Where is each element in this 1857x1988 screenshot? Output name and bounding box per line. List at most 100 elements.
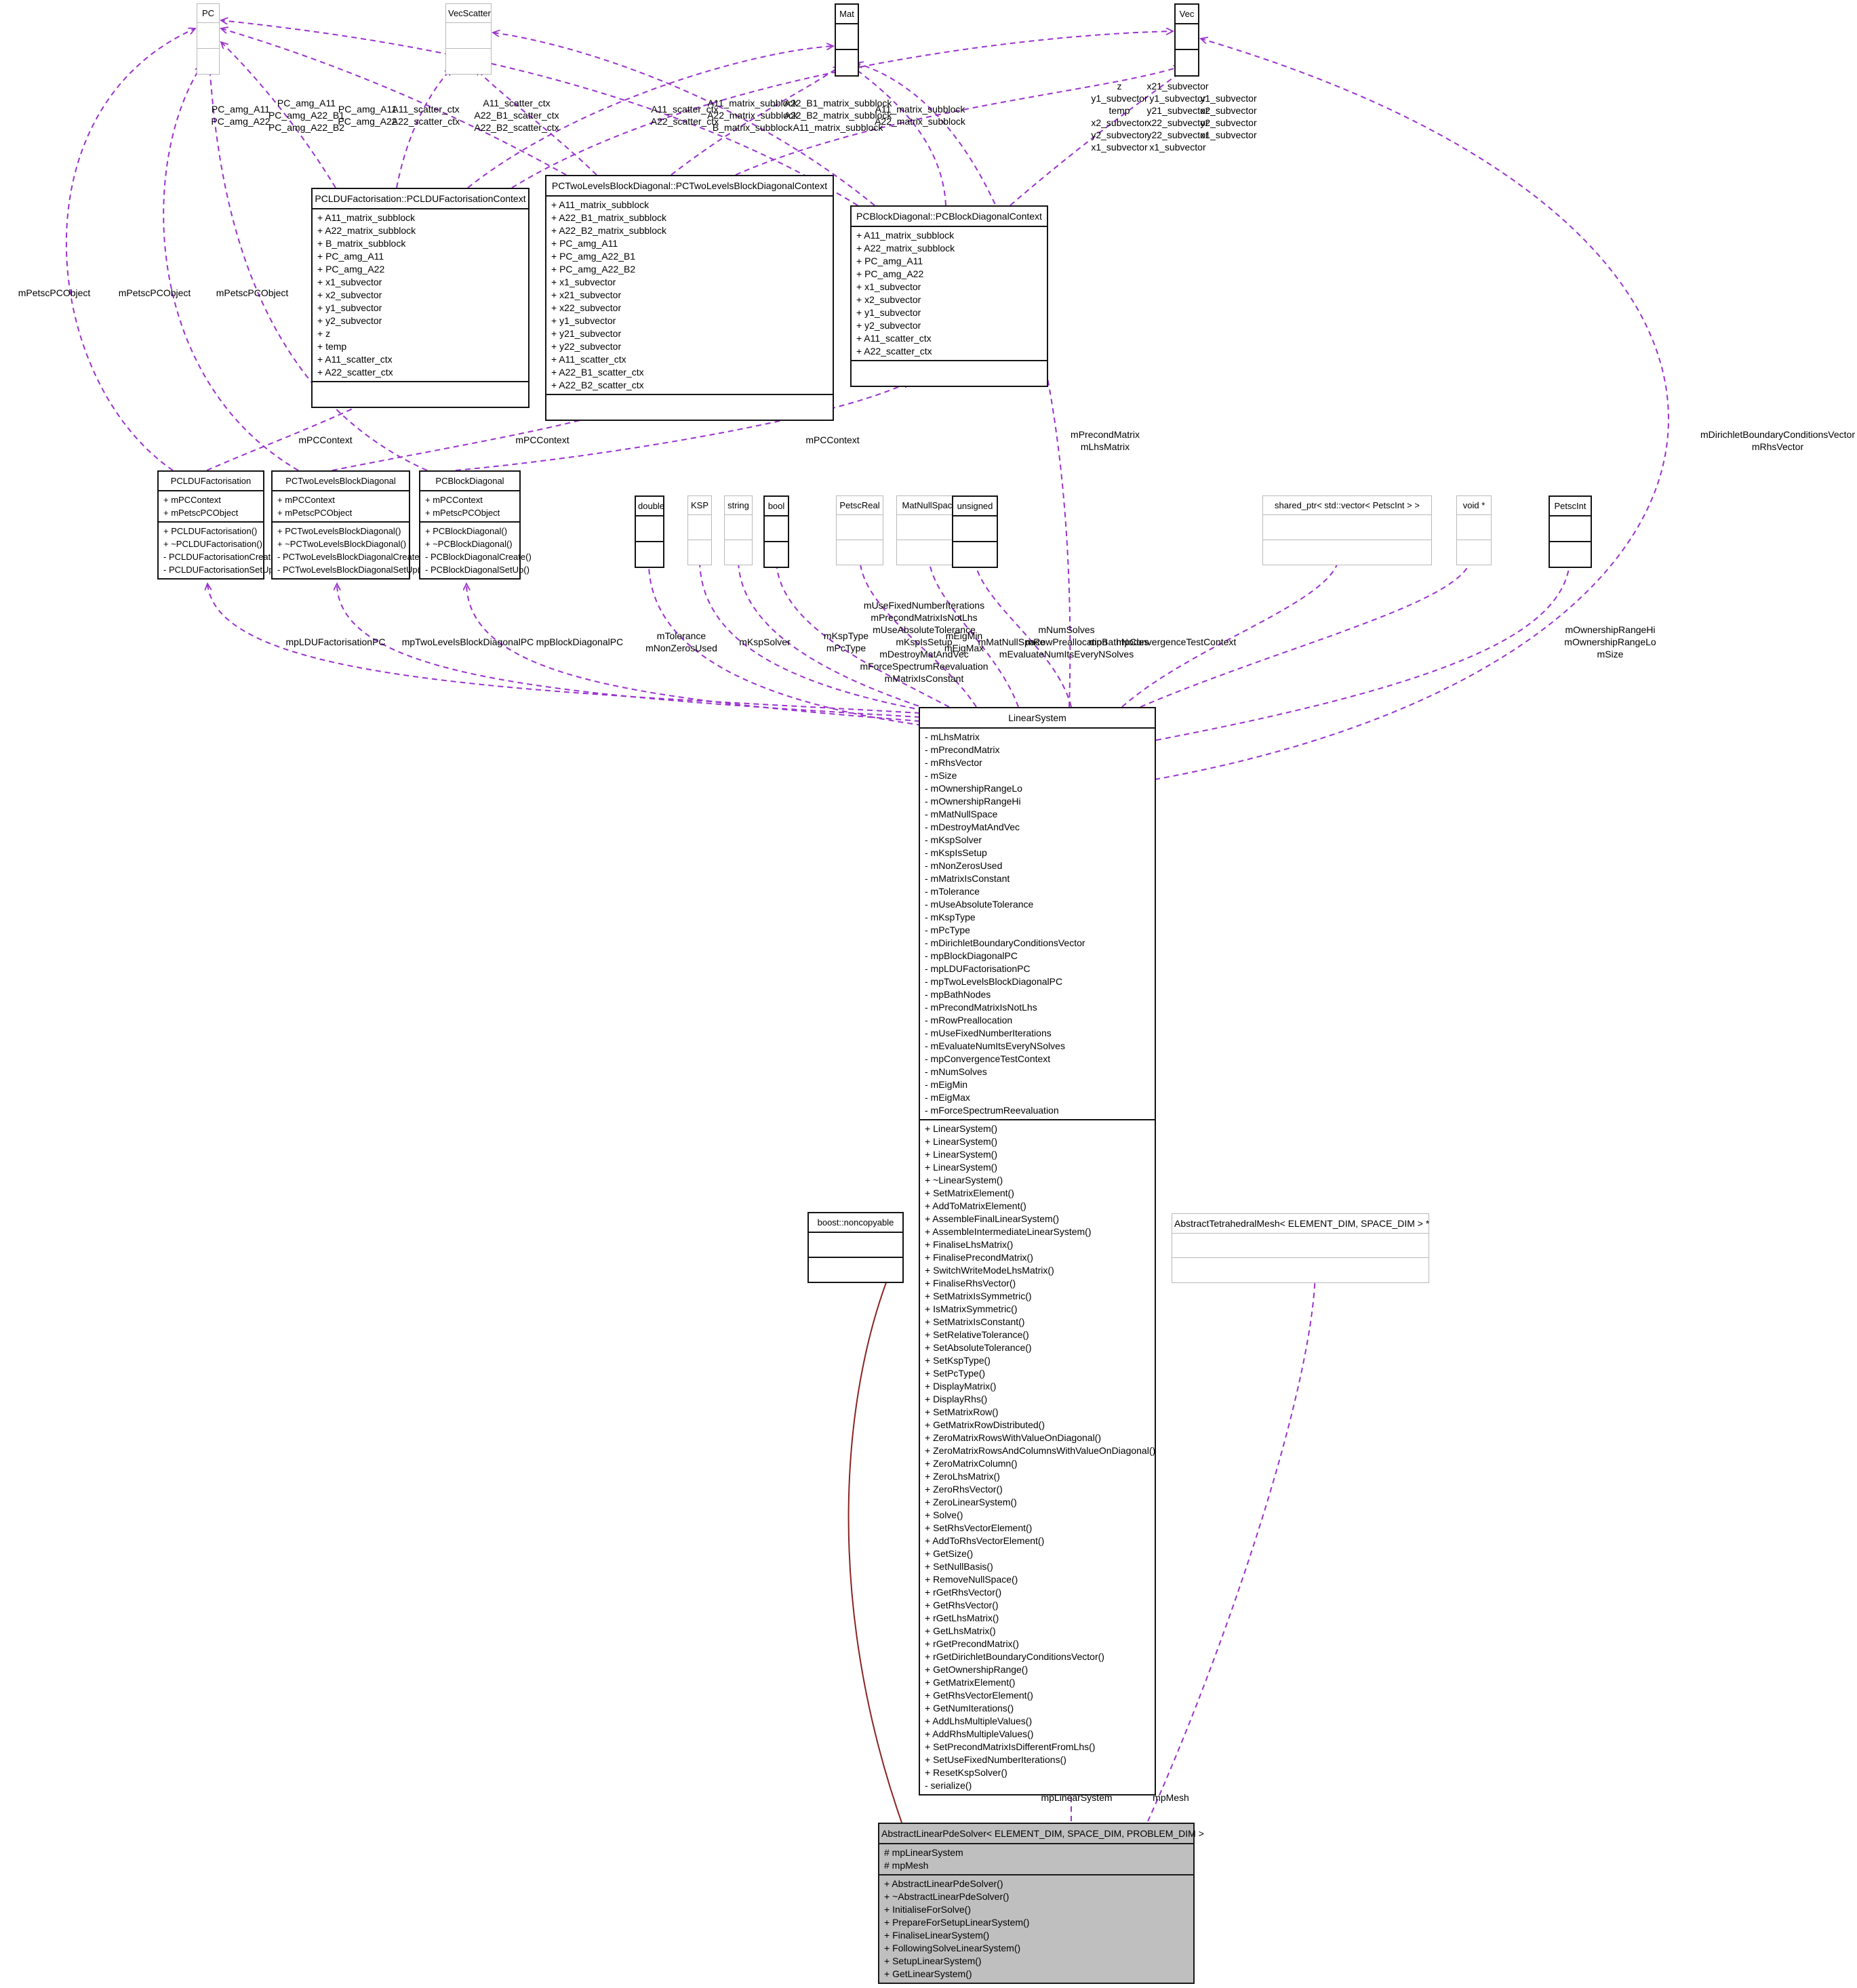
- class-box-petscint[interactable]: PetscInt: [1549, 495, 1592, 568]
- edge-label: mPCContext: [298, 434, 352, 446]
- class-title-matnullspace: MatNullSpace: [902, 500, 957, 510]
- class-box-pc[interactable]: PC: [197, 3, 220, 75]
- attribute-row: - mPrecondMatrixIsNotLhs: [925, 1002, 1037, 1013]
- class-box-double[interactable]: double: [635, 495, 664, 568]
- empty-section-double: [636, 541, 663, 567]
- class-box-vec[interactable]: Vec: [1174, 3, 1199, 77]
- method-row: + SetupLinearSystem(): [884, 1955, 982, 1966]
- attribute-row: - mpBathNodes: [925, 989, 991, 1000]
- class-title-petscint: PetscInt: [1554, 501, 1586, 511]
- class-title-solver: AbstractLinearPdeSolver< ELEMENT_DIM, SP…: [881, 1828, 1204, 1839]
- method-row: + LinearSystem(): [925, 1149, 997, 1160]
- edge-label-line: A22_B2_matrix_subblock: [784, 110, 892, 121]
- attribute-row: - mDirichletBoundaryConditionsVector: [925, 937, 1085, 948]
- class-box-bd-ctx[interactable]: PCBlockDiagonal::PCBlockDiagonalContext+…: [850, 205, 1048, 387]
- class-box-bool[interactable]: bool: [763, 495, 789, 568]
- edge-label-line: mpBlockDiagonalPC: [536, 636, 624, 647]
- method-row: - PCTwoLevelsBlockDiagonalSetUp(): [277, 565, 424, 575]
- edge-label-line: x1_subvector: [1149, 142, 1206, 153]
- attribute-row: + mPetscPCObject: [277, 508, 353, 518]
- class-box-pc-bd[interactable]: PCBlockDiagonal+ mPCContext+ mPetscPCObj…: [419, 470, 532, 580]
- attribute-row: - mNonZerosUsed: [925, 860, 1003, 871]
- class-box-mat[interactable]: Mat: [835, 3, 859, 77]
- attribute-row: + x22_subvector: [551, 302, 622, 313]
- method-row: - PCLDUFactorisationSetUp(): [163, 565, 280, 575]
- class-box-linearsystem[interactable]: LinearSystem- mLhsMatrix- mPrecondMatrix…: [919, 707, 1156, 1796]
- attribute-row: - mRhsVector: [925, 757, 982, 768]
- empty-section-pc: [197, 22, 219, 48]
- class-box-pc-two[interactable]: PCTwoLevelsBlockDiagonal+ mPCContext+ mP…: [271, 470, 425, 580]
- method-row: + GetSize(): [925, 1548, 974, 1559]
- edge-label-line: mPetscPCObject: [216, 287, 289, 298]
- class-box-petscreal[interactable]: PetscReal: [836, 495, 883, 565]
- class-title-two-ctx: PCTwoLevelsBlockDiagonal::PCTwoLevelsBlo…: [551, 180, 828, 191]
- class-box-string[interactable]: string: [724, 495, 753, 565]
- edge-label: mpLDUFactorisationPC: [285, 636, 385, 648]
- class-title-vecscatter: VecScatter: [448, 8, 491, 18]
- edge-label-line: mPrecondMatrixIsNotLhs: [871, 612, 978, 623]
- attribute-row: + A11_scatter_ctx: [317, 354, 393, 365]
- attribute-row: + y1_subvector: [856, 307, 921, 318]
- edge-label: mPCContext: [805, 434, 859, 446]
- method-row: + SetAbsoluteTolerance(): [925, 1342, 1032, 1353]
- edge-label-line: A22_scatter_ctx: [650, 116, 719, 127]
- class-box-sharedptr[interactable]: shared_ptr< std::vector< PetscInt > >: [1262, 495, 1432, 565]
- attribute-row: - mEigMin: [925, 1079, 968, 1090]
- edge-label-line: mRhsVector: [1751, 441, 1804, 452]
- method-row: + ~AbstractLinearPdeSolver(): [884, 1891, 1010, 1902]
- class-box-vecscatter[interactable]: VecScatter: [445, 3, 492, 75]
- class-box-unsigned[interactable]: unsigned: [952, 495, 998, 568]
- method-row: + ZeroLinearSystem(): [925, 1497, 1017, 1507]
- attribute-row: - mKspSolver: [925, 834, 982, 845]
- method-row: + DisplayRhs(): [925, 1394, 988, 1404]
- attribute-row: - mpConvergenceTestContext: [925, 1053, 1051, 1064]
- edge-label-line: mpLinearSystem: [1041, 1792, 1113, 1803]
- edge-label: mPetscPCObject: [119, 287, 191, 299]
- edge-label: mPetscPCObject: [216, 287, 289, 299]
- class-box-ksp[interactable]: KSP: [687, 495, 712, 565]
- class-title-vec: Vec: [1179, 9, 1195, 19]
- usage-edge-pc-two-to-two-ctx: [332, 413, 606, 471]
- class-box-two-ctx[interactable]: PCTwoLevelsBlockDiagonal::PCTwoLevelsBlo…: [545, 175, 834, 421]
- edge-label: mPetscPCObject: [18, 287, 91, 299]
- empty-section-petscreal: [837, 540, 883, 565]
- class-box-matnullspace[interactable]: MatNullSpace: [896, 495, 963, 565]
- class-box-boost[interactable]: boost::noncopyable: [807, 1212, 904, 1283]
- attribute-row: + A22_scatter_ctx: [856, 346, 932, 357]
- attribute-row: + x1_subvector: [317, 277, 382, 287]
- method-row: - PCBlockDiagonalCreate(): [425, 552, 532, 562]
- attribute-row: + y2_subvector: [317, 315, 382, 326]
- method-row: + ~PCLDUFactorisation(): [163, 539, 262, 549]
- class-box-mesh[interactable]: AbstractTetrahedralMesh< ELEMENT_DIM, SP…: [1172, 1213, 1429, 1283]
- edge-label-line: mPCContext: [298, 434, 353, 445]
- edge-label-line: mKspType: [823, 630, 869, 641]
- method-row: + Solve(): [925, 1509, 963, 1520]
- class-box-solver[interactable]: AbstractLinearPdeSolver< ELEMENT_DIM, SP…: [878, 1823, 1204, 1984]
- attribute-row: + B_matrix_subblock: [317, 238, 406, 249]
- class-box-pc-ldu[interactable]: PCLDUFactorisation+ mPCContext+ mPetscPC…: [157, 470, 281, 580]
- inheritance-edge-solver-to-boost: [847, 1274, 902, 1823]
- usage-edge-linearsystem-to-pc-ldu: [207, 584, 921, 714]
- edge-label-line: x2_subvector: [1200, 105, 1257, 116]
- method-row: + rGetPrecondMatrix(): [925, 1638, 1019, 1649]
- attribute-row: - mUseAbsoluteTolerance: [925, 899, 1034, 910]
- attribute-row: - mForceSpectrumReevaluation: [925, 1105, 1059, 1116]
- usage-edge-linearsystem-to-string: [738, 557, 928, 710]
- class-box-ldu-ctx[interactable]: PCLDUFactorisation::PCLDUFactorisationCo…: [311, 188, 530, 408]
- edge-label-line: mRowPreallocation: [1025, 636, 1108, 647]
- empty-section-voidptr: [1457, 514, 1491, 540]
- edge-label-line: x22_subvector: [1146, 117, 1209, 128]
- usage-edge-linearsystem-to-bool: [776, 557, 950, 708]
- method-row: + PCTwoLevelsBlockDiagonal(): [277, 526, 401, 536]
- class-box-voidptr[interactable]: void *: [1456, 495, 1492, 565]
- usage-edge-pc-ldu-to-pc: [65, 28, 195, 471]
- method-row: + SetRelativeTolerance(): [925, 1329, 1029, 1340]
- attribute-row: + A11_scatter_ctx: [551, 354, 626, 365]
- class-title-ksp: KSP: [690, 500, 708, 510]
- usage-edge-two-ctx-to-mat: [671, 66, 840, 176]
- method-row: + FollowingSolveLinearSystem(): [884, 1943, 1021, 1953]
